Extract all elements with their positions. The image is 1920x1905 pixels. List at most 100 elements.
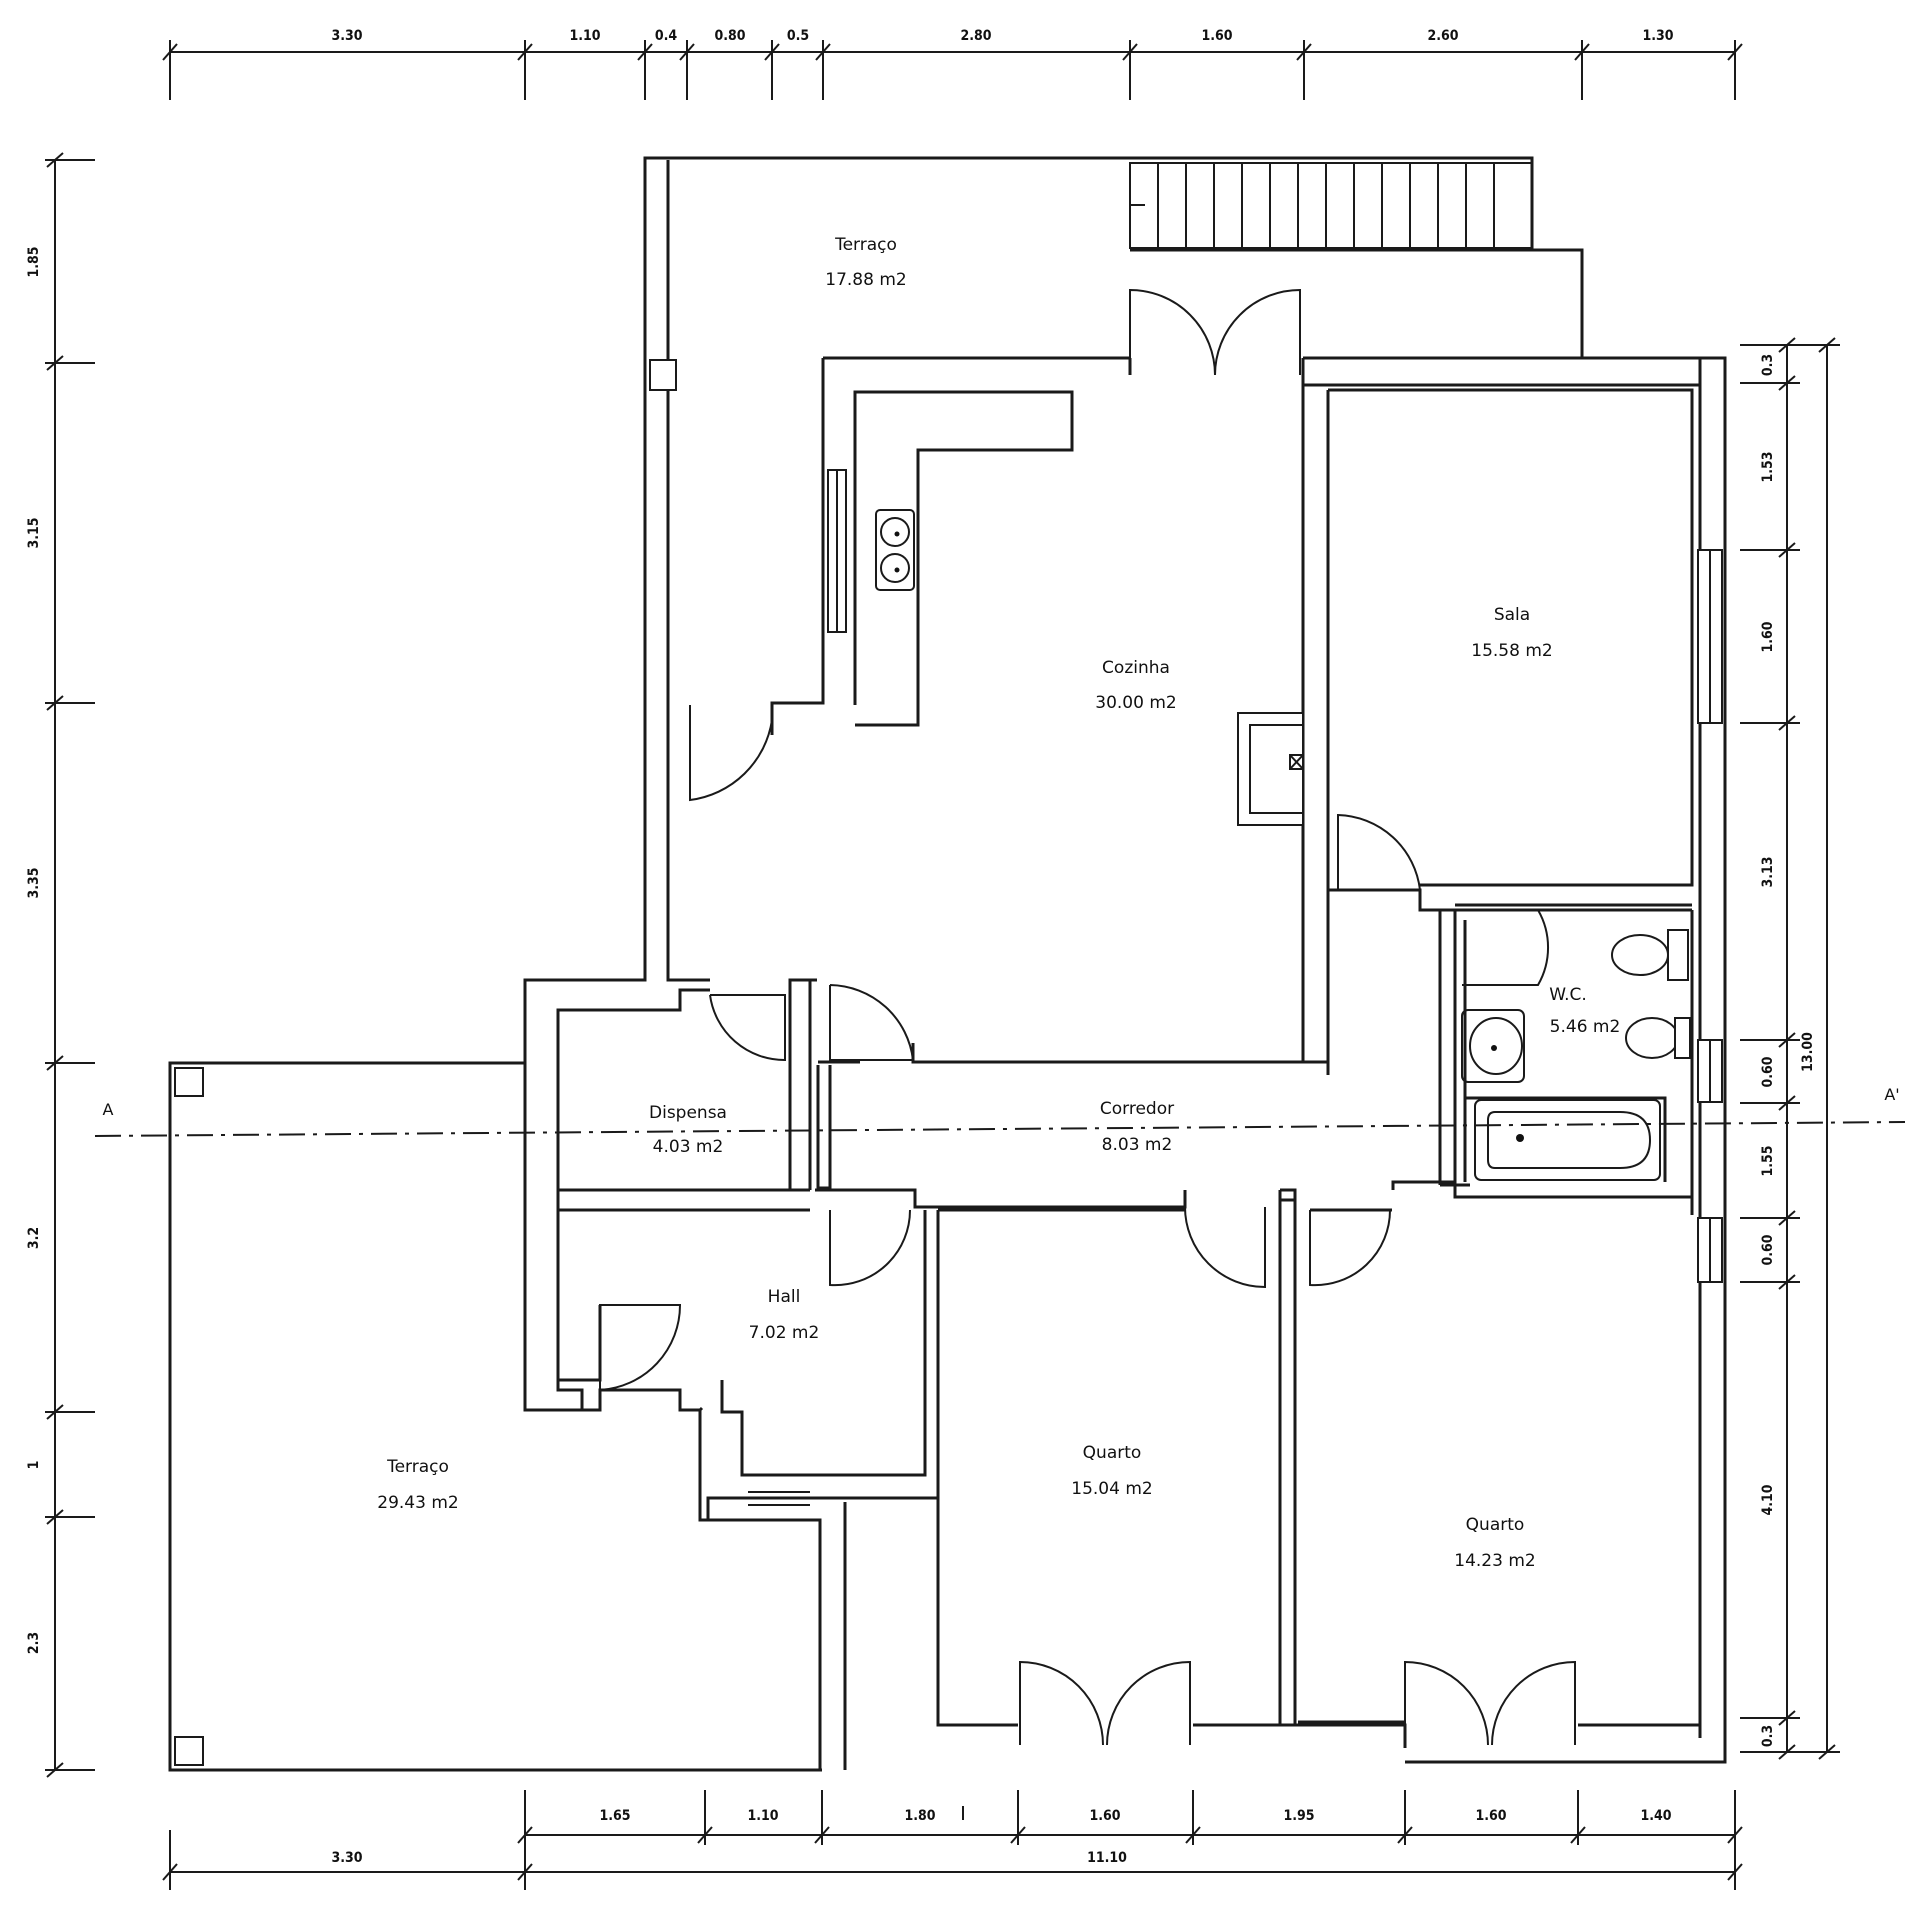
dim-left-3: 3.35 [26, 867, 42, 898]
room-area: 15.58 m2 [1471, 641, 1552, 661]
room-area: 14.23 m2 [1454, 1551, 1535, 1571]
door-dispensa [709, 994, 786, 1062]
room-dispensa: Dispensa 4.03 m2 [649, 1103, 727, 1157]
door-terrace-right [1214, 288, 1301, 376]
room-name: W.C. [1549, 985, 1587, 1005]
fixtures [174, 162, 1723, 1766]
pillar-3 [174, 1736, 204, 1766]
dim-right-9: 0.3 [1760, 1725, 1776, 1747]
dimension-left: 1.85 3.15 3.35 3.2 1 2.3 [26, 152, 95, 1778]
dim-right-5: 0.60 [1760, 1056, 1776, 1087]
room-hall: Hall 7.02 m2 [749, 1287, 820, 1343]
dim-right-7: 0.60 [1760, 1234, 1776, 1265]
door-quarto-2-right [1491, 1660, 1576, 1746]
door-wc [1462, 909, 1549, 986]
pillar-2 [174, 1067, 204, 1097]
door-quarto-1 [1184, 1206, 1266, 1289]
room-name: Corredor [1100, 1099, 1174, 1119]
door-sala [1337, 813, 1421, 891]
dim-left-6: 2.3 [26, 1632, 42, 1654]
toilet [1611, 929, 1689, 981]
dim-right-4: 3.13 [1760, 856, 1776, 887]
door-kitchen-corridor [829, 984, 915, 1061]
dim-top-2: 1.10 [569, 28, 600, 44]
door-quarto-1-left [1019, 1660, 1104, 1746]
room-name: Dispensa [649, 1103, 727, 1123]
room-name: Hall [768, 1287, 801, 1307]
door-hall [829, 1209, 912, 1287]
room-corredor: Corredor 8.03 m2 [1100, 1099, 1174, 1155]
dim-left-2: 3.15 [26, 517, 42, 548]
room-area: 17.88 m2 [825, 270, 906, 290]
dim-top-7: 1.60 [1201, 28, 1232, 44]
walls [168, 156, 1727, 1772]
door-terrace-left [1129, 288, 1216, 376]
room-terraco-bottom: Terraço 29.43 m2 [377, 1457, 458, 1513]
dimension-right: 0.3 1.53 1.60 3.13 0.60 1.55 0.60 4.10 0… [1740, 337, 1840, 1760]
room-name: Cozinha [1102, 658, 1170, 678]
dim-bottom-6: 1.60 [1475, 1808, 1506, 1824]
dim-right-2: 1.53 [1760, 451, 1776, 482]
door-quarto-1-right [1106, 1660, 1191, 1746]
door-quarto-2-left [1404, 1660, 1489, 1746]
dim-right-total: 13.00 [1800, 1032, 1816, 1072]
washbasin [1461, 1009, 1525, 1083]
door-kitchen-west [689, 705, 773, 802]
dim-top-4: 0.80 [714, 28, 745, 44]
dim-bottom-4: 1.60 [1089, 1808, 1120, 1824]
dimension-bottom: 1.65 1.10 1.80 1.60 1.95 1.60 1.40 3.30 … [162, 1790, 1743, 1890]
dim-right-8: 4.10 [1760, 1484, 1776, 1515]
room-area: 7.02 m2 [749, 1323, 820, 1343]
section-label-a: A [103, 1100, 114, 1119]
room-area: 8.03 m2 [1102, 1135, 1173, 1155]
room-name: Quarto [1466, 1515, 1525, 1535]
room-area: 15.04 m2 [1071, 1479, 1152, 1499]
dim-bottom-3: 1.80 [904, 1808, 935, 1824]
stairs [1129, 162, 1533, 249]
room-area: 5.46 m2 [1550, 1017, 1621, 1037]
dim-left-1: 1.85 [26, 246, 42, 277]
room-cozinha: Cozinha 30.00 m2 [1095, 658, 1176, 713]
dim-top-8: 2.60 [1427, 28, 1458, 44]
door-hall-terrace [599, 1304, 682, 1392]
room-wc: W.C. 5.46 m2 [1549, 985, 1620, 1037]
dim-top-6: 2.80 [960, 28, 991, 44]
bidet [1625, 1017, 1691, 1059]
dim-left-4: 3.2 [26, 1227, 42, 1249]
dim-bottom-1: 1.65 [599, 1808, 630, 1824]
section-line: A A' [94, 1085, 1906, 1137]
room-sala: Sala 15.58 m2 [1471, 605, 1552, 661]
room-name: Sala [1494, 605, 1530, 625]
kitchen-sink [875, 509, 915, 591]
dim-bottom-total-2: 11.10 [1087, 1850, 1127, 1866]
dim-right-6: 1.55 [1760, 1145, 1776, 1176]
dim-top-3: 0.4 [655, 28, 678, 44]
dim-top-5: 0.5 [787, 28, 809, 44]
room-terraco-top: Terraço 17.88 m2 [825, 235, 906, 290]
room-name: Terraço [386, 1457, 449, 1477]
room-area: 29.43 m2 [377, 1493, 458, 1513]
room-area: 4.03 m2 [653, 1137, 724, 1157]
dim-bottom-5: 1.95 [1283, 1808, 1314, 1824]
room-area: 30.00 m2 [1095, 693, 1176, 713]
dim-bottom-7: 1.40 [1640, 1808, 1671, 1824]
room-quarto-1: Quarto 15.04 m2 [1071, 1443, 1152, 1499]
doors [599, 288, 1576, 1746]
dim-top-9: 1.30 [1642, 28, 1673, 44]
dim-bottom-2: 1.10 [747, 1808, 778, 1824]
pillar-1 [649, 359, 677, 391]
fireplace [1237, 712, 1304, 826]
dimension-top: 3.30 1.10 0.4 0.80 0.5 2.80 1.60 2.60 1.… [162, 28, 1743, 100]
dim-left-5: 1 [26, 1461, 42, 1470]
bathtub [1474, 1099, 1661, 1181]
dim-top-1: 3.30 [331, 28, 362, 44]
door-quarto-2 [1309, 1209, 1392, 1287]
room-name: Quarto [1083, 1443, 1142, 1463]
dim-right-3: 1.60 [1760, 621, 1776, 652]
dim-bottom-total-1: 3.30 [331, 1850, 362, 1866]
room-labels: Terraço 17.88 m2 Cozinha 30.00 m2 Sala 1… [377, 235, 1620, 1571]
dim-right-1: 0.3 [1760, 354, 1776, 376]
room-quarto-2: Quarto 14.23 m2 [1454, 1515, 1535, 1571]
room-name: Terraço [834, 235, 897, 255]
